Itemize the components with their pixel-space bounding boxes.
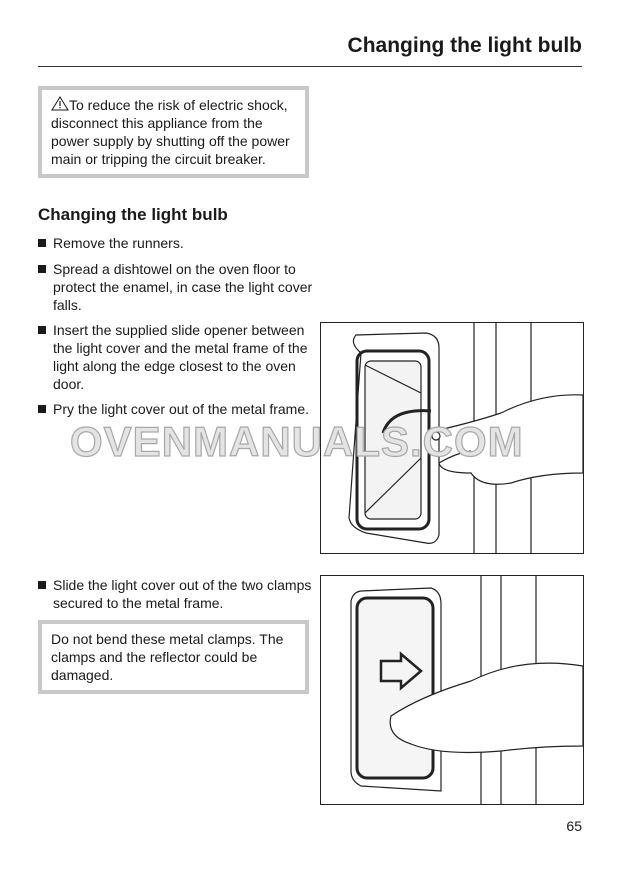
step-item: Slide the light cover out of the two cla…	[38, 576, 318, 612]
step-text: Pry the light cover out of the metal fra…	[53, 401, 310, 417]
step-text: Spread a dishtowel on the oven floor to …	[53, 261, 313, 313]
page-number: 65	[566, 818, 582, 834]
illustration-slide-cover	[320, 575, 584, 805]
note-text: Do not bend these metal clamps. The clam…	[51, 631, 284, 683]
pry-cover-drawing	[348, 323, 584, 553]
step-item: Insert the supplied slide opener between…	[38, 321, 318, 393]
bullet-icon	[38, 326, 46, 334]
step-item: Spread a dishtowel on the oven floor to …	[38, 260, 318, 314]
step-item: Pry the light cover out of the metal fra…	[38, 400, 318, 418]
slide-cover-drawing	[350, 576, 584, 804]
step-text: Remove the runners.	[53, 235, 184, 251]
warning-box: To reduce the risk of electric shock, di…	[38, 86, 309, 178]
illustration-pry-cover	[320, 322, 584, 554]
step-item: Remove the runners.	[38, 234, 318, 252]
bullet-icon	[38, 405, 46, 413]
header-rule	[38, 66, 582, 67]
page-title: Changing the light bulb	[347, 34, 582, 57]
watermark: OVENMANUALS.COM	[69, 417, 524, 465]
warning-text: To reduce the risk of electric shock, di…	[51, 97, 290, 167]
warning-triangle-icon	[51, 96, 69, 111]
bullet-icon	[38, 265, 46, 273]
bullet-icon	[38, 239, 46, 247]
step-text: Insert the supplied slide opener between…	[53, 322, 308, 392]
bullet-icon	[38, 581, 46, 589]
note-box: Do not bend these metal clamps. The clam…	[38, 620, 309, 694]
section-heading: Changing the light bulb	[38, 205, 228, 224]
step-text: Slide the light cover out of the two cla…	[53, 577, 312, 611]
